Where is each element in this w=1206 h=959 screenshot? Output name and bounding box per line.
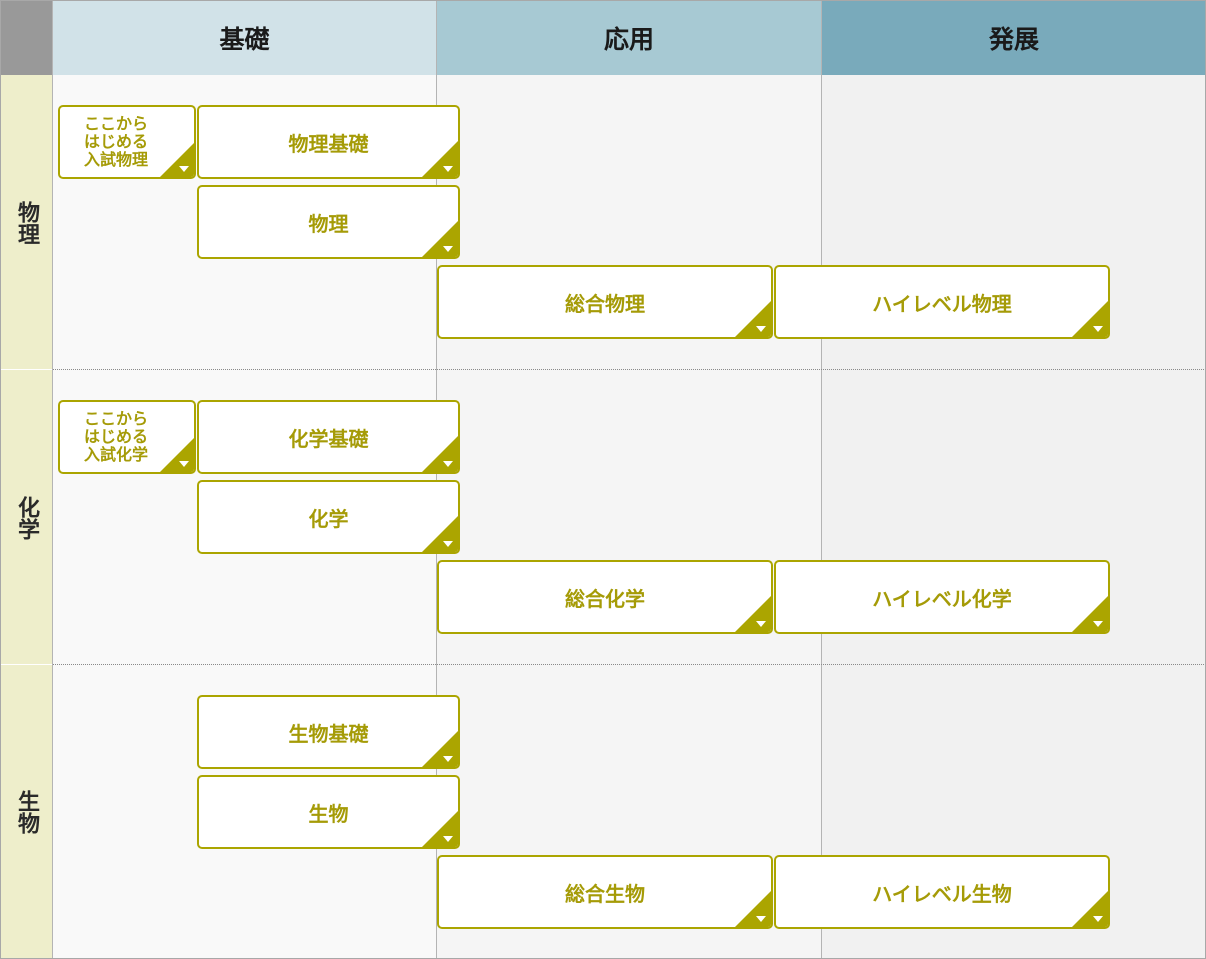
corner-triangle-icon	[1071, 595, 1108, 632]
header-corner	[0, 0, 52, 75]
row-header-physics: 物理	[0, 75, 52, 370]
row-header-chemistry-label: 化学	[14, 495, 39, 540]
corner-triangle-icon	[734, 300, 771, 337]
column-divider	[52, 0, 53, 959]
course-physics-basic[interactable]: 物理基礎	[197, 105, 460, 179]
row-header-biology-label: 生物	[14, 790, 39, 834]
course-physics-highlevel[interactable]: ハイレベル物理	[774, 265, 1110, 339]
course-label: 化学基礎	[288, 426, 369, 451]
course-label: 総合生物	[565, 881, 645, 906]
row-header-gap	[0, 369, 52, 370]
caret-down-icon	[179, 166, 189, 172]
corner-triangle-icon	[159, 437, 194, 472]
column-advanced-area	[822, 75, 1206, 959]
course-label: ハイレベル化学	[872, 586, 1012, 611]
caret-down-icon	[443, 166, 453, 172]
row-divider	[0, 664, 1206, 665]
course-physics[interactable]: 物理	[197, 185, 460, 259]
course-biology[interactable]: 生物	[197, 775, 460, 849]
course-physics-comprehensive[interactable]: 総合物理	[437, 265, 773, 339]
caret-down-icon	[179, 461, 189, 467]
caret-down-icon	[756, 916, 766, 922]
course-label: 物理	[308, 211, 349, 236]
course-label: ハイレベル物理	[872, 291, 1012, 316]
column-divider	[821, 0, 822, 959]
course-label: ハイレベル生物	[872, 881, 1012, 906]
caret-down-icon	[443, 461, 453, 467]
caret-down-icon	[1093, 326, 1103, 332]
corner-triangle-icon	[421, 435, 458, 472]
column-header-basic-label: 基礎	[219, 24, 270, 54]
course-label: 生物	[308, 801, 349, 826]
corner-triangle-icon	[421, 220, 458, 257]
corner-triangle-icon	[734, 890, 771, 927]
column-header-advanced-label: 発展	[988, 24, 1039, 54]
course-label: 物理基礎	[288, 131, 369, 156]
course-chemistry[interactable]: 化学	[197, 480, 460, 554]
caret-down-icon	[756, 621, 766, 627]
course-label: 総合物理	[565, 291, 645, 316]
course-label: 化学	[308, 506, 349, 531]
corner-triangle-icon	[1071, 890, 1108, 927]
course-chemistry-basic[interactable]: 化学基礎	[197, 400, 460, 474]
course-label: 総合化学	[565, 586, 645, 611]
column-header-basic: 基礎	[53, 0, 436, 75]
row-header-biology: 生物	[0, 665, 52, 959]
column-header-applied-label: 応用	[603, 24, 654, 54]
course-chemistry-highlevel[interactable]: ハイレベル化学	[774, 560, 1110, 634]
course-biology-highlevel[interactable]: ハイレベル生物	[774, 855, 1110, 929]
corner-triangle-icon	[159, 142, 194, 177]
course-chemistry-comprehensive[interactable]: 総合化学	[437, 560, 773, 634]
row-header-gap	[0, 664, 52, 665]
corner-triangle-icon	[1071, 300, 1108, 337]
course-label: ここから はじめる 入試物理	[83, 114, 148, 169]
caret-down-icon	[443, 836, 453, 842]
caret-down-icon	[1093, 621, 1103, 627]
corner-triangle-icon	[421, 730, 458, 767]
caret-down-icon	[443, 246, 453, 252]
row-header-chemistry: 化学	[0, 370, 52, 665]
course-chemistry-intro[interactable]: ここから はじめる 入試化学	[58, 400, 196, 474]
course-label: 生物基礎	[288, 721, 369, 746]
column-applied-area	[437, 75, 821, 959]
course-biology-basic[interactable]: 生物基礎	[197, 695, 460, 769]
corner-triangle-icon	[734, 595, 771, 632]
corner-triangle-icon	[421, 140, 458, 177]
column-header-applied: 応用	[437, 0, 821, 75]
caret-down-icon	[1093, 916, 1103, 922]
caret-down-icon	[443, 541, 453, 547]
column-header-advanced: 発展	[822, 0, 1206, 75]
corner-triangle-icon	[421, 515, 458, 552]
course-biology-comprehensive[interactable]: 総合生物	[437, 855, 773, 929]
row-divider	[0, 369, 1206, 370]
caret-down-icon	[756, 326, 766, 332]
column-divider	[436, 0, 437, 959]
course-label: ここから はじめる 入試化学	[83, 409, 148, 464]
row-header-physics-label: 物理	[14, 200, 39, 245]
course-physics-intro[interactable]: ここから はじめる 入試物理	[58, 105, 196, 179]
caret-down-icon	[443, 756, 453, 762]
corner-triangle-icon	[421, 810, 458, 847]
